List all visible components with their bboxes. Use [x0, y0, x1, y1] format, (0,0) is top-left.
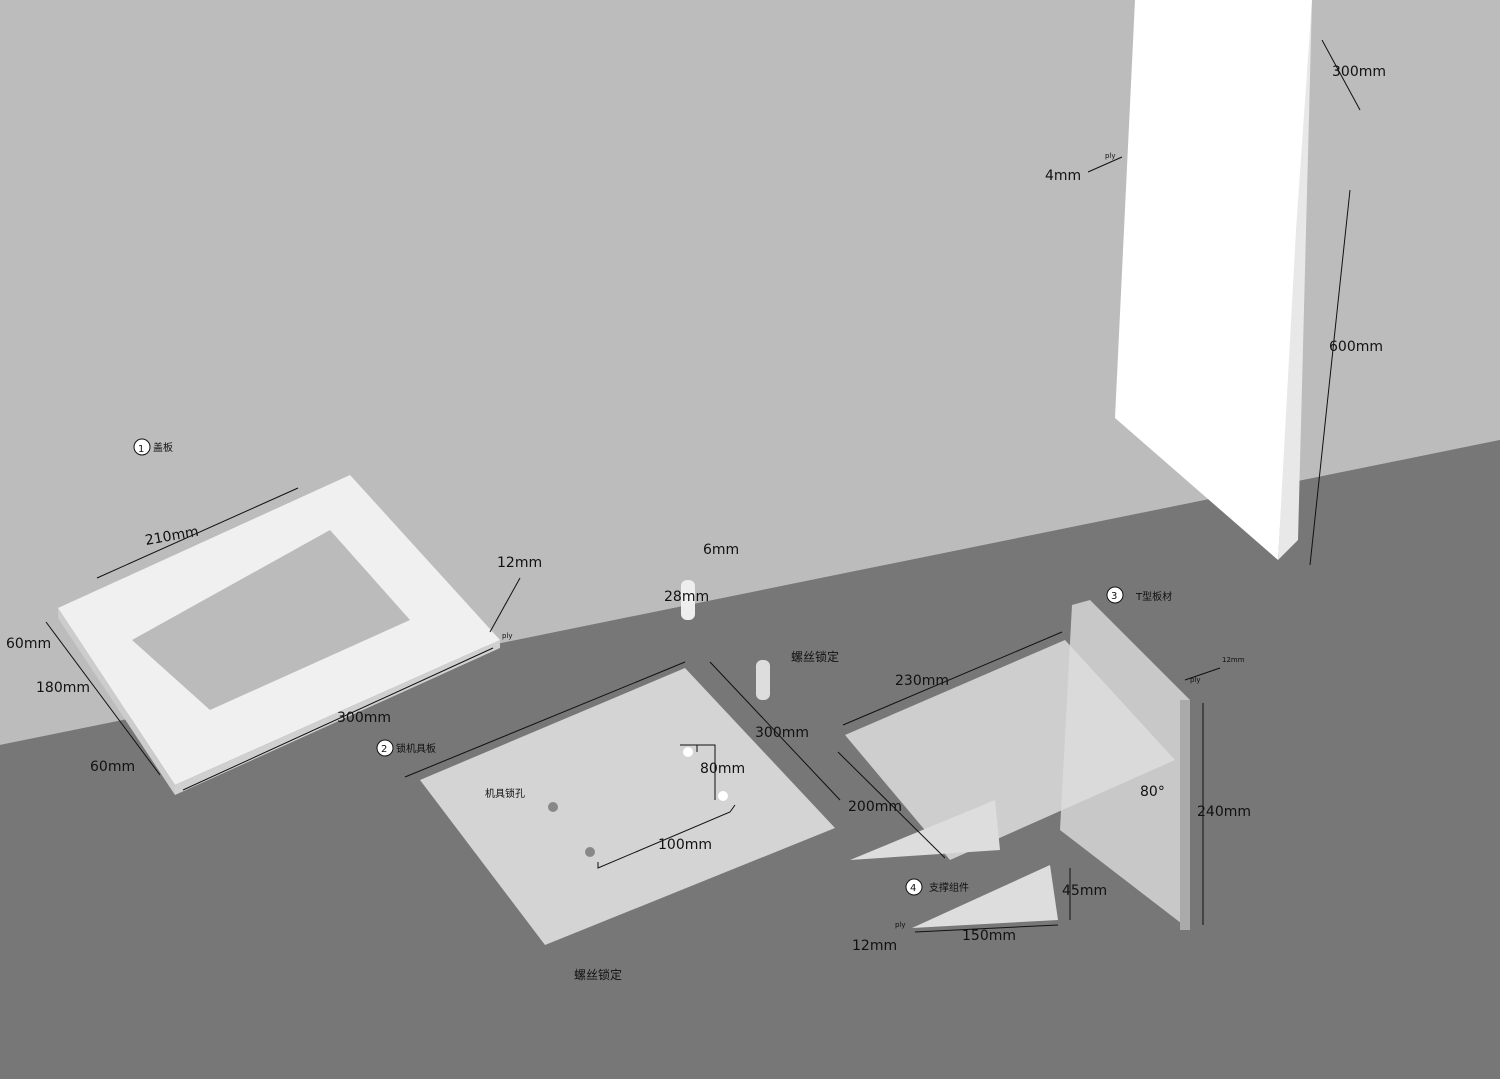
dimension-label: 230mm [895, 673, 949, 689]
dimension-label: 4mm [1045, 168, 1081, 184]
dimension-label: 锁机具板 [396, 742, 436, 755]
t-board [845, 600, 1190, 930]
dimension-label: 60mm [6, 636, 51, 652]
dimension-label: 机具锁孔 [485, 787, 525, 800]
dimension-label: 45mm [1062, 883, 1107, 899]
lock-plate [420, 668, 835, 945]
dimension-label: ply [895, 921, 906, 929]
label-cover: 1 盖板 [133, 438, 173, 456]
dimension-label: 2 [381, 744, 387, 755]
dimension-label: 600mm [1329, 339, 1383, 355]
dimension-label: 4 [910, 883, 916, 894]
dimension-label: 100mm [658, 837, 712, 853]
label-support: 4 支撑组件 [905, 878, 969, 896]
dimension-label: ply [502, 632, 513, 640]
dimension-label: 300mm [1332, 64, 1386, 80]
dimension-label: T型板材 [1135, 590, 1172, 603]
label-lock-plate: 2 锁机具板 [376, 739, 436, 757]
dimension-label: 60mm [90, 759, 135, 775]
dimension-label: 12mm [497, 555, 542, 571]
dimension-label: 12mm [1222, 656, 1245, 664]
dowel [681, 580, 695, 620]
dimension-label: 80° [1140, 784, 1165, 800]
dimension-label: ply [1105, 152, 1116, 160]
dimension-label: 180mm [36, 680, 90, 696]
label-t-board: 3 T型板材 [1106, 586, 1172, 604]
dimension-label: 螺丝锁定 [791, 649, 839, 664]
dimension-label: 200mm [848, 799, 902, 815]
dimension-label: 240mm [1197, 804, 1251, 820]
dimension-label: 12mm [852, 938, 897, 954]
dowel [756, 660, 770, 700]
dimension-label: 3 [1111, 591, 1117, 602]
support-bracket [912, 865, 1058, 928]
dimension-label: 螺丝锁定 [574, 967, 622, 982]
dimension-label: 150mm [962, 928, 1016, 944]
dimension-label: 300mm [337, 710, 391, 726]
dimension-label: 1 [138, 444, 144, 455]
dimension-label: 6mm [703, 542, 739, 558]
dimension-label: 300mm [755, 725, 809, 741]
dimension-label: 28mm [664, 589, 709, 605]
dimension-label: 80mm [700, 761, 745, 777]
dimension-lines [45, 39, 1361, 933]
dimension-label: 盖板 [153, 441, 173, 454]
wall-panel [1115, 0, 1312, 560]
dimension-label: ply [1190, 676, 1201, 684]
dimension-label: 支撑组件 [929, 881, 969, 894]
